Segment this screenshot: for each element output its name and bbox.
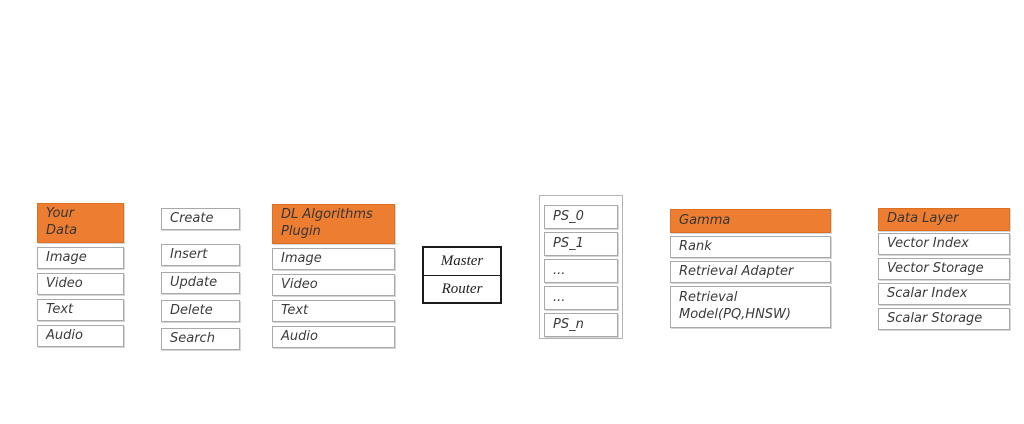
gamma-item-rank: Rank: [670, 236, 831, 258]
ps-item-n: PS_n: [544, 313, 618, 337]
crud-item-insert: Insert: [161, 244, 240, 266]
router-cell: Router: [424, 275, 500, 302]
dl-plugin-item-audio: Audio: [272, 326, 395, 348]
your-data-item-audio: Audio: [37, 325, 124, 347]
your-data-item-text: Text: [37, 299, 124, 321]
master-router-box: Master Router: [422, 246, 502, 304]
gamma-header: Gamma: [670, 209, 831, 233]
crud-item-delete: Delete: [161, 300, 240, 322]
data-layer-box: Data Layer Vector Index Vector Storage S…: [878, 208, 1010, 330]
crud-item-search: Search: [161, 328, 240, 350]
dl-plugin-item-video: Video: [272, 274, 395, 296]
gamma-box: Gamma Rank Retrieval Adapter Retrieval M…: [670, 209, 831, 328]
data-layer-item-scalar-index: Scalar Index: [878, 283, 1010, 305]
data-layer-item-scalar-storage: Scalar Storage: [878, 308, 1010, 330]
dl-plugin-item-text: Text: [272, 300, 395, 322]
ps-item-ellipsis-1: ...: [544, 259, 618, 283]
crud-box: Create Insert Update Delete Search: [161, 208, 240, 350]
master-cell: Master: [440, 253, 484, 269]
gamma-item-retrieval-model: Retrieval Model(PQ,HNSW): [670, 286, 831, 328]
ps-item-0: PS_0: [544, 205, 618, 229]
data-layer-item-vector-index: Vector Index: [878, 233, 1010, 255]
data-layer-item-vector-storage: Vector Storage: [878, 258, 1010, 280]
crud-item-update: Update: [161, 272, 240, 294]
gamma-item-retrieval-adapter: Retrieval Adapter: [670, 261, 831, 283]
your-data-item-video: Video: [37, 273, 124, 295]
dl-plugin-box: DL Algorithms Plugin Image Video Text Au…: [272, 204, 395, 348]
dl-plugin-header: DL Algorithms Plugin: [272, 204, 395, 244]
dl-plugin-item-image: Image: [272, 248, 395, 270]
your-data-box: Your Data Image Video Text Audio: [37, 203, 124, 347]
ps-item-1: PS_1: [544, 232, 618, 256]
data-layer-header: Data Layer: [878, 208, 1010, 231]
ps-item-ellipsis-2: ...: [544, 286, 618, 310]
crud-item-create: Create: [161, 208, 240, 230]
your-data-header: Your Data: [37, 203, 124, 243]
your-data-item-image: Image: [37, 247, 124, 269]
ps-group: PS_0 PS_1 ... ... PS_n: [539, 195, 623, 339]
